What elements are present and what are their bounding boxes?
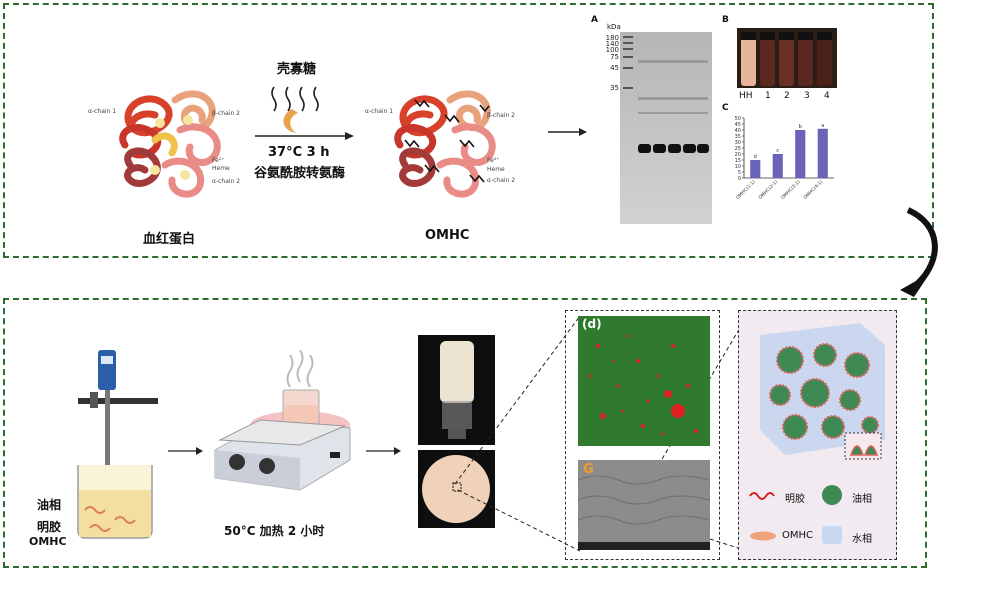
top-panel (3, 3, 934, 258)
omhc-label: OMHC (425, 228, 470, 243)
y-tick-label: 40 (735, 128, 741, 134)
confocal-image (578, 316, 710, 446)
water-legend-icon (822, 526, 842, 544)
significance-letter: b (799, 124, 802, 130)
hot-plate-illustration (214, 350, 351, 491)
gel-marker: 180 (605, 34, 619, 42)
y-tick-label: 15 (735, 158, 741, 164)
panel-a-letter: A (591, 15, 598, 25)
bottom-panel (3, 298, 927, 568)
subunit-label: Heme (212, 165, 230, 172)
subunit-label: α-chain 2 (487, 177, 516, 184)
omhc-structure (394, 90, 496, 198)
subunit-label: β-chain 2 (487, 112, 515, 119)
chitooligosaccharide-label: 壳寡糖 (277, 62, 317, 77)
vial-label: 3 (804, 91, 810, 101)
y-tick-label: 20 (735, 152, 741, 158)
emulsion-gel-schematic (760, 323, 885, 460)
y-tick-label: 25 (735, 146, 741, 152)
subunit-label: β-chain 2 (212, 110, 240, 117)
gel-marker: 140 (605, 40, 619, 48)
y-tick-label: 30 (735, 140, 741, 146)
significance-letter: d (754, 154, 757, 160)
step-arrow-2 (366, 447, 401, 455)
gel-marker: 35 (610, 84, 619, 92)
hemoglobin-label: 血红蛋白 (143, 232, 196, 247)
reaction-temperature: 37°C 3 h (268, 145, 330, 160)
subunit-label: Heme (487, 166, 505, 173)
emulsion-gel-photo (418, 450, 495, 528)
gel-marker: 45 (610, 64, 619, 72)
panel-b-letter: B (722, 15, 729, 25)
vial-label: 2 (784, 91, 790, 101)
panel-g-letter: G (583, 462, 594, 477)
subunit-label: α-chain 1 (365, 108, 394, 115)
heating-label: 50°C 加热 2 小时 (224, 524, 325, 538)
vials-photo (737, 28, 837, 88)
chitooligosaccharide-icon (271, 86, 319, 133)
subunit-label: Fe²⁺ (212, 157, 225, 164)
subunit-label: α-chain 1 (88, 108, 117, 115)
transglutaminase-label: 谷氨酰胺转氨酶 (254, 166, 346, 181)
gel-unit: kDa (607, 23, 621, 31)
process-arrow (548, 128, 587, 136)
bar (795, 130, 806, 178)
gelatin-label: 明胶 (37, 520, 62, 534)
microscopy-panel (565, 310, 720, 560)
y-tick-label: 50 (735, 116, 741, 122)
homogenizer-illustration (77, 350, 158, 539)
omhc-bottom-label: OMHC (29, 535, 67, 548)
reaction-arrow (255, 132, 354, 140)
bar (772, 154, 783, 178)
curved-arrow (900, 207, 938, 297)
panel-c-letter: C (722, 103, 729, 113)
vial-label: 4 (824, 91, 830, 101)
significance-letter: c (776, 148, 779, 154)
hemoglobin-structure (119, 90, 221, 198)
legend-water-label: 水相 (852, 534, 872, 545)
emulsion-vial-photo (418, 335, 495, 445)
subunit-label: Fe²⁺ (487, 157, 500, 164)
y-tick-label: 5 (738, 170, 741, 176)
sem-image (578, 460, 710, 550)
gelatin-legend-icon (749, 492, 775, 500)
vial-label: HH (739, 91, 753, 101)
legend-oil-label: 油相 (852, 494, 872, 505)
y-tick-label: 0 (738, 176, 741, 182)
bar (817, 128, 828, 178)
legend-omhc-label: OMHC (782, 530, 814, 541)
sds-gel-image (620, 32, 712, 224)
oil-phase-label: 油相 (37, 498, 62, 512)
bar (750, 160, 761, 178)
vial-label: 1 (765, 91, 771, 101)
oil-legend-icon (822, 485, 842, 505)
gel-marker: 75 (610, 53, 619, 61)
bar-chart: 05101520253035404550dOMHC(1:1)cOMHC(2:1)… (735, 116, 834, 201)
step-arrow-1 (168, 447, 203, 455)
significance-letter: a (821, 123, 824, 129)
panel-d-letter: (d) (582, 317, 602, 331)
y-tick-label: 45 (735, 122, 741, 128)
omhc-legend-icon (750, 531, 776, 541)
legend-gelatin-label: 明胶 (785, 494, 805, 505)
gel-marker: 100 (605, 46, 619, 54)
y-tick-label: 35 (735, 134, 741, 140)
subunit-label: α-chain 2 (212, 178, 241, 185)
y-tick-label: 10 (735, 164, 741, 170)
